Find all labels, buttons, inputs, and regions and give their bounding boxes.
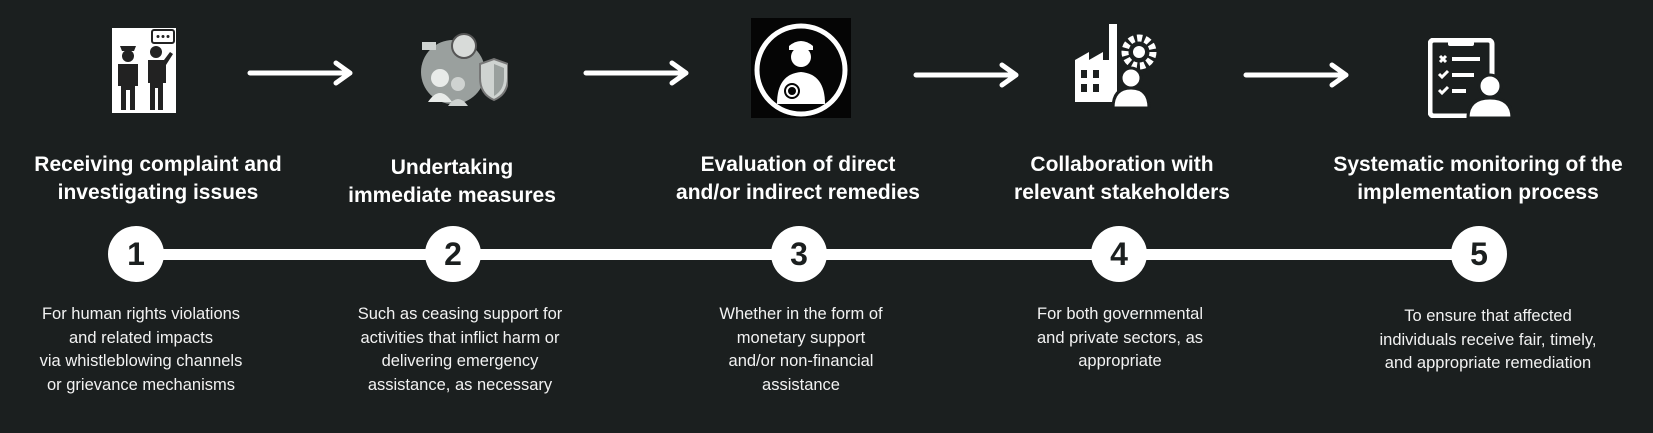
step-title: Receiving complaint and investigating is… xyxy=(34,153,282,204)
step-title: Evaluation of direct and/or indirect rem… xyxy=(676,153,920,204)
step-description: Such as ceasing support for activities t… xyxy=(357,305,563,394)
step-description: For both governmental and private sector… xyxy=(1036,305,1203,370)
step-title: Undertaking immediate measures xyxy=(348,156,556,207)
arrow-right-icon xyxy=(583,60,689,86)
person-reporting-icon xyxy=(112,28,176,113)
step-description: For human rights violations and related … xyxy=(39,305,243,394)
step-title: Systematic monitoring of the implementat… xyxy=(1333,153,1623,204)
worker-badge-icon xyxy=(751,18,851,118)
step-number-badge: 1 xyxy=(108,226,164,282)
step-number-badge: 4 xyxy=(1091,226,1147,282)
arrow-right-icon xyxy=(913,62,1019,88)
step-number-badge: 2 xyxy=(425,226,481,282)
arrow-right-icon xyxy=(247,60,353,86)
arrow-right-icon xyxy=(1243,62,1349,88)
factory-gear-person-icon xyxy=(1073,22,1163,112)
protection-shield-icon xyxy=(418,30,508,114)
step-description: Whether in the form of monetary support … xyxy=(719,305,883,394)
step-number-badge: 3 xyxy=(771,226,827,282)
step-title: Collaboration with relevant stakeholders xyxy=(1014,153,1230,204)
step-number-badge: 5 xyxy=(1451,226,1507,282)
step-description: To ensure that affected individuals rece… xyxy=(1379,307,1597,372)
checklist-person-icon xyxy=(1428,38,1512,118)
